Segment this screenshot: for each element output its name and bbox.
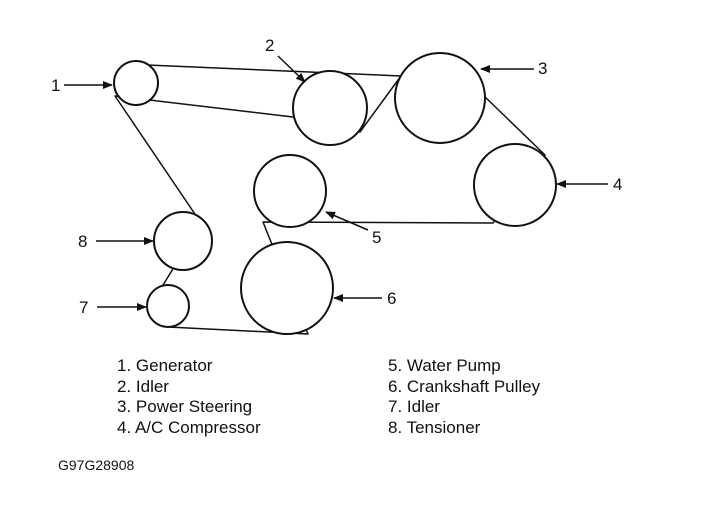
callout-arrow-5 — [325, 211, 369, 231]
legend-item-crankshaft-pulley: 6. Crankshaft Pulley — [388, 376, 541, 396]
pulley-3-power-steering — [394, 52, 486, 144]
callout-number-1: 1 — [51, 76, 61, 95]
pulley-6-crankshaft — [240, 241, 334, 335]
pulley-8-tensioner — [153, 211, 213, 271]
pulley-4-ac-compressor — [473, 143, 557, 227]
callout-number-7: 7 — [79, 298, 89, 317]
callout-number-8: 8 — [78, 232, 88, 251]
legend-item-ac-compressor: 4. A/C Compressor — [117, 417, 261, 437]
pulley-7-idler — [146, 284, 190, 328]
legend-item-tensioner: 8. Tensioner — [388, 417, 481, 437]
pulley-2-idler — [292, 70, 368, 146]
figure-code: G97G28908 — [58, 457, 135, 473]
callout-arrow-2 — [277, 55, 306, 83]
legend-item-power-steering: 3. Power Steering — [117, 397, 253, 416]
pulley-5-water-pump — [253, 154, 327, 228]
callout-number-3: 3 — [538, 59, 548, 78]
callout-number-6: 6 — [387, 289, 397, 308]
legend-item-idler-lower: 7. Idler — [388, 397, 440, 416]
callout-number-5: 5 — [372, 228, 382, 247]
legend-item-generator: 1. Generator — [117, 356, 213, 375]
callout-number-2: 2 — [265, 36, 275, 55]
legend-item-water-pump: 5. Water Pump — [388, 356, 501, 375]
legend-left-column: 1. Generator 2. Idler 3. Power Steering … — [117, 356, 261, 438]
callout-number-4: 4 — [613, 175, 623, 194]
legend-item-idler: 2. Idler — [117, 376, 169, 396]
pulley-1-generator — [113, 60, 159, 106]
legend-right-column: 5. Water Pump 6. Crankshaft Pulley 7. Id… — [388, 356, 540, 438]
